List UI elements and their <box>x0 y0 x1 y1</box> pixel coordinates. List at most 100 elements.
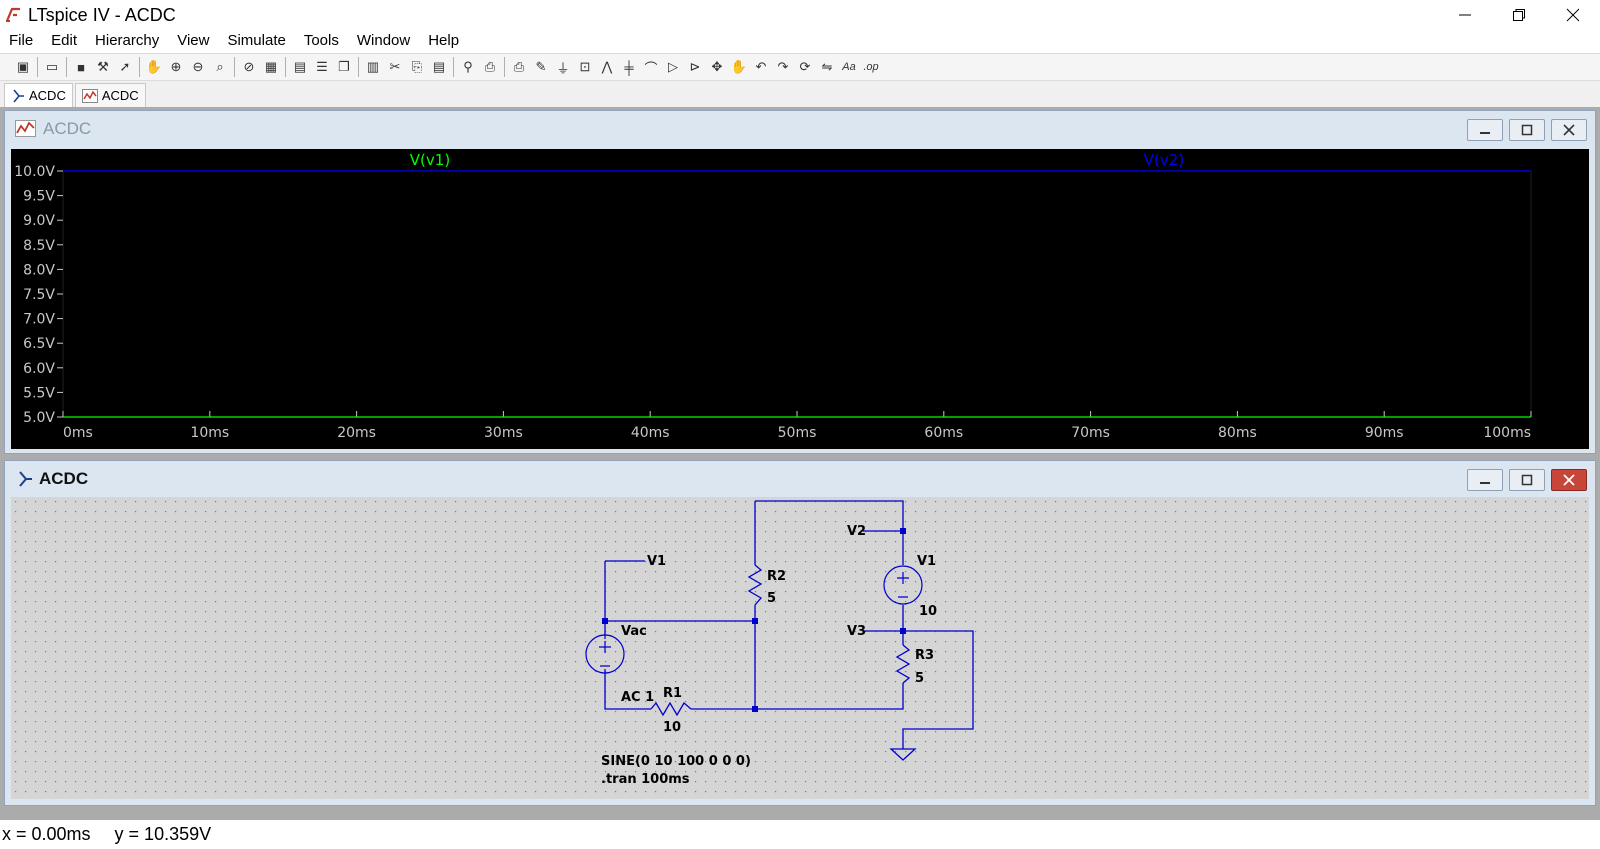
undo-icon[interactable]: ↶ <box>755 59 767 74</box>
toolbar-separator <box>66 57 67 77</box>
menu-help[interactable]: Help <box>428 31 460 49</box>
zoom-cancel-icon[interactable]: ⊘ <box>243 59 255 74</box>
junction-dot <box>752 618 758 624</box>
menu-tools[interactable]: Tools <box>303 31 339 49</box>
waveform-window-titlebar[interactable]: ACDC <box>5 111 1595 147</box>
x-tick-label: 40ms <box>631 425 670 441</box>
component-icon[interactable]: ⊳ <box>689 59 701 74</box>
r3-name[interactable]: R3 <box>915 648 934 663</box>
schematic-canvas[interactable]: V1 V2 V3 Vac AC 1 R1 10 R2 5 V1 10 R3 5 … <box>11 497 1589 799</box>
tab-schematic[interactable]: ACDC <box>4 83 73 107</box>
vac-sine-spec[interactable]: SINE(0 10 100 0 0 0) <box>601 754 751 769</box>
find-icon[interactable]: ⚲ <box>463 59 473 74</box>
net-label-v1[interactable]: V1 <box>647 554 666 569</box>
plot-settings-icon[interactable]: ▤ <box>293 59 307 74</box>
capacitor-icon[interactable]: ╪ <box>624 59 634 75</box>
v1-source-name[interactable]: V1 <box>917 554 936 569</box>
restore-button[interactable] <box>1492 0 1546 30</box>
ground-icon[interactable]: ⏚ <box>556 60 570 76</box>
menu-bar: File Edit Hierarchy View Simulate Tools Window… <box>0 28 1600 52</box>
y-readout: y = 10.359V <box>114 824 212 844</box>
tran-directive[interactable]: .tran 100ms <box>601 772 690 787</box>
zoom-out-icon[interactable]: ⊖ <box>192 59 204 74</box>
copy-icon[interactable]: ⎘ <box>411 59 423 74</box>
run-icon[interactable]: ➚ <box>119 59 131 74</box>
zoom-in-icon[interactable]: ⊕ <box>170 59 182 74</box>
menu-simulate[interactable]: Simulate <box>227 31 286 49</box>
cut-icon[interactable]: ✂ <box>389 59 401 74</box>
waveform-maximize-button[interactable] <box>1509 119 1545 141</box>
schematic-window-title: ACDC <box>39 469 89 488</box>
wire[interactable] <box>604 673 651 710</box>
cascade-icon[interactable]: ❐ <box>338 59 350 74</box>
minimize-button[interactable] <box>1438 0 1492 30</box>
schematic-close-button[interactable] <box>1551 469 1587 491</box>
tab-label: ACDC <box>101 88 139 103</box>
text-icon[interactable]: Aa <box>842 61 856 73</box>
open-icon[interactable]: ▭ <box>45 59 59 74</box>
net-label-v2[interactable]: V2 <box>847 524 866 539</box>
toolbar-separator <box>453 57 454 77</box>
new-schematic-icon[interactable]: ▣ <box>16 59 30 74</box>
resistor-r1[interactable] <box>650 701 692 717</box>
rotate-icon[interactable]: ⟳ <box>799 59 811 74</box>
mirror-icon[interactable]: ⇋ <box>821 59 833 74</box>
wire[interactable] <box>863 630 974 749</box>
menu-view[interactable]: View <box>177 31 210 49</box>
menu-edit[interactable]: Edit <box>51 31 78 49</box>
resistor-r3[interactable] <box>895 644 911 684</box>
ground-symbol[interactable] <box>889 748 917 761</box>
wire-icon[interactable]: ✎ <box>535 59 547 74</box>
waveform-minimize-button[interactable] <box>1467 119 1503 141</box>
schematic-window-titlebar[interactable]: ACDC <box>5 461 1595 497</box>
redo-icon[interactable]: ↷ <box>777 59 789 74</box>
drag-icon[interactable]: ✋ <box>730 59 748 74</box>
r1-name[interactable]: R1 <box>663 686 682 701</box>
schematic-maximize-button[interactable] <box>1509 469 1545 491</box>
waveform-plot[interactable]: 10.0V9.5V9.0V8.5V8.0V7.5V7.0V6.5V6.0V5.5… <box>11 149 1589 449</box>
vac-value[interactable]: AC 1 <box>621 690 654 705</box>
label-icon[interactable]: ⊡ <box>579 59 591 74</box>
waveform-close-button[interactable] <box>1551 119 1587 141</box>
v1-source[interactable] <box>883 565 923 605</box>
autorange-icon[interactable]: ▦ <box>264 59 278 74</box>
y-tick-label: 9.5V <box>23 189 55 205</box>
print-preview-icon[interactable]: ⎙ <box>484 59 496 74</box>
diode-icon[interactable]: ▷ <box>668 59 678 74</box>
schematic-minimize-button[interactable] <box>1467 469 1503 491</box>
trace-legend-label[interactable]: V(v2) <box>1144 151 1184 169</box>
close-button[interactable] <box>1546 0 1600 30</box>
vac-name[interactable]: Vac <box>621 624 647 639</box>
control-panel-icon[interactable]: ⚒ <box>97 59 109 74</box>
r2-name[interactable]: R2 <box>767 569 786 584</box>
net-label-v3[interactable]: V3 <box>847 624 866 639</box>
vac-source[interactable] <box>585 634 625 674</box>
save-icon[interactable]: ■ <box>77 59 85 75</box>
resistor-icon[interactable]: ⋀ <box>601 59 613 74</box>
x-tick-label: 10ms <box>190 425 229 441</box>
pan-hand-icon[interactable]: ✋ <box>145 59 163 74</box>
r1-value[interactable]: 10 <box>663 720 681 735</box>
move-icon[interactable]: ✥ <box>711 59 723 74</box>
trace-legend-label[interactable]: V(v1) <box>410 151 450 169</box>
waveform-window-icon <box>15 120 36 137</box>
inductor-icon[interactable]: ⌒ <box>644 60 658 76</box>
print-icon[interactable]: ⎙ <box>513 59 525 74</box>
r2-value[interactable]: 5 <box>767 591 776 606</box>
spice-directive-icon[interactable]: .op <box>863 61 879 73</box>
v1-source-value[interactable]: 10 <box>919 604 937 619</box>
tile-vertical-icon[interactable]: ▥ <box>366 59 380 74</box>
tab-waveform[interactable]: ACDC <box>74 83 146 107</box>
menu-window[interactable]: Window <box>356 31 411 49</box>
paste-icon[interactable]: ▤ <box>432 59 446 74</box>
menu-file[interactable]: File <box>9 31 34 49</box>
wire[interactable] <box>755 683 904 710</box>
zoom-area-icon[interactable]: ⌕ <box>216 59 224 74</box>
resistor-r2[interactable] <box>747 564 763 606</box>
wire[interactable] <box>755 500 904 565</box>
tile-horizontal-icon[interactable]: ☰ <box>316 59 328 74</box>
menu-hierarchy[interactable]: Hierarchy <box>95 31 160 49</box>
r3-value[interactable]: 5 <box>915 671 924 686</box>
schematic-drawing[interactable]: V1 V2 V3 Vac AC 1 R1 10 R2 5 V1 10 R3 5 … <box>11 497 1589 799</box>
